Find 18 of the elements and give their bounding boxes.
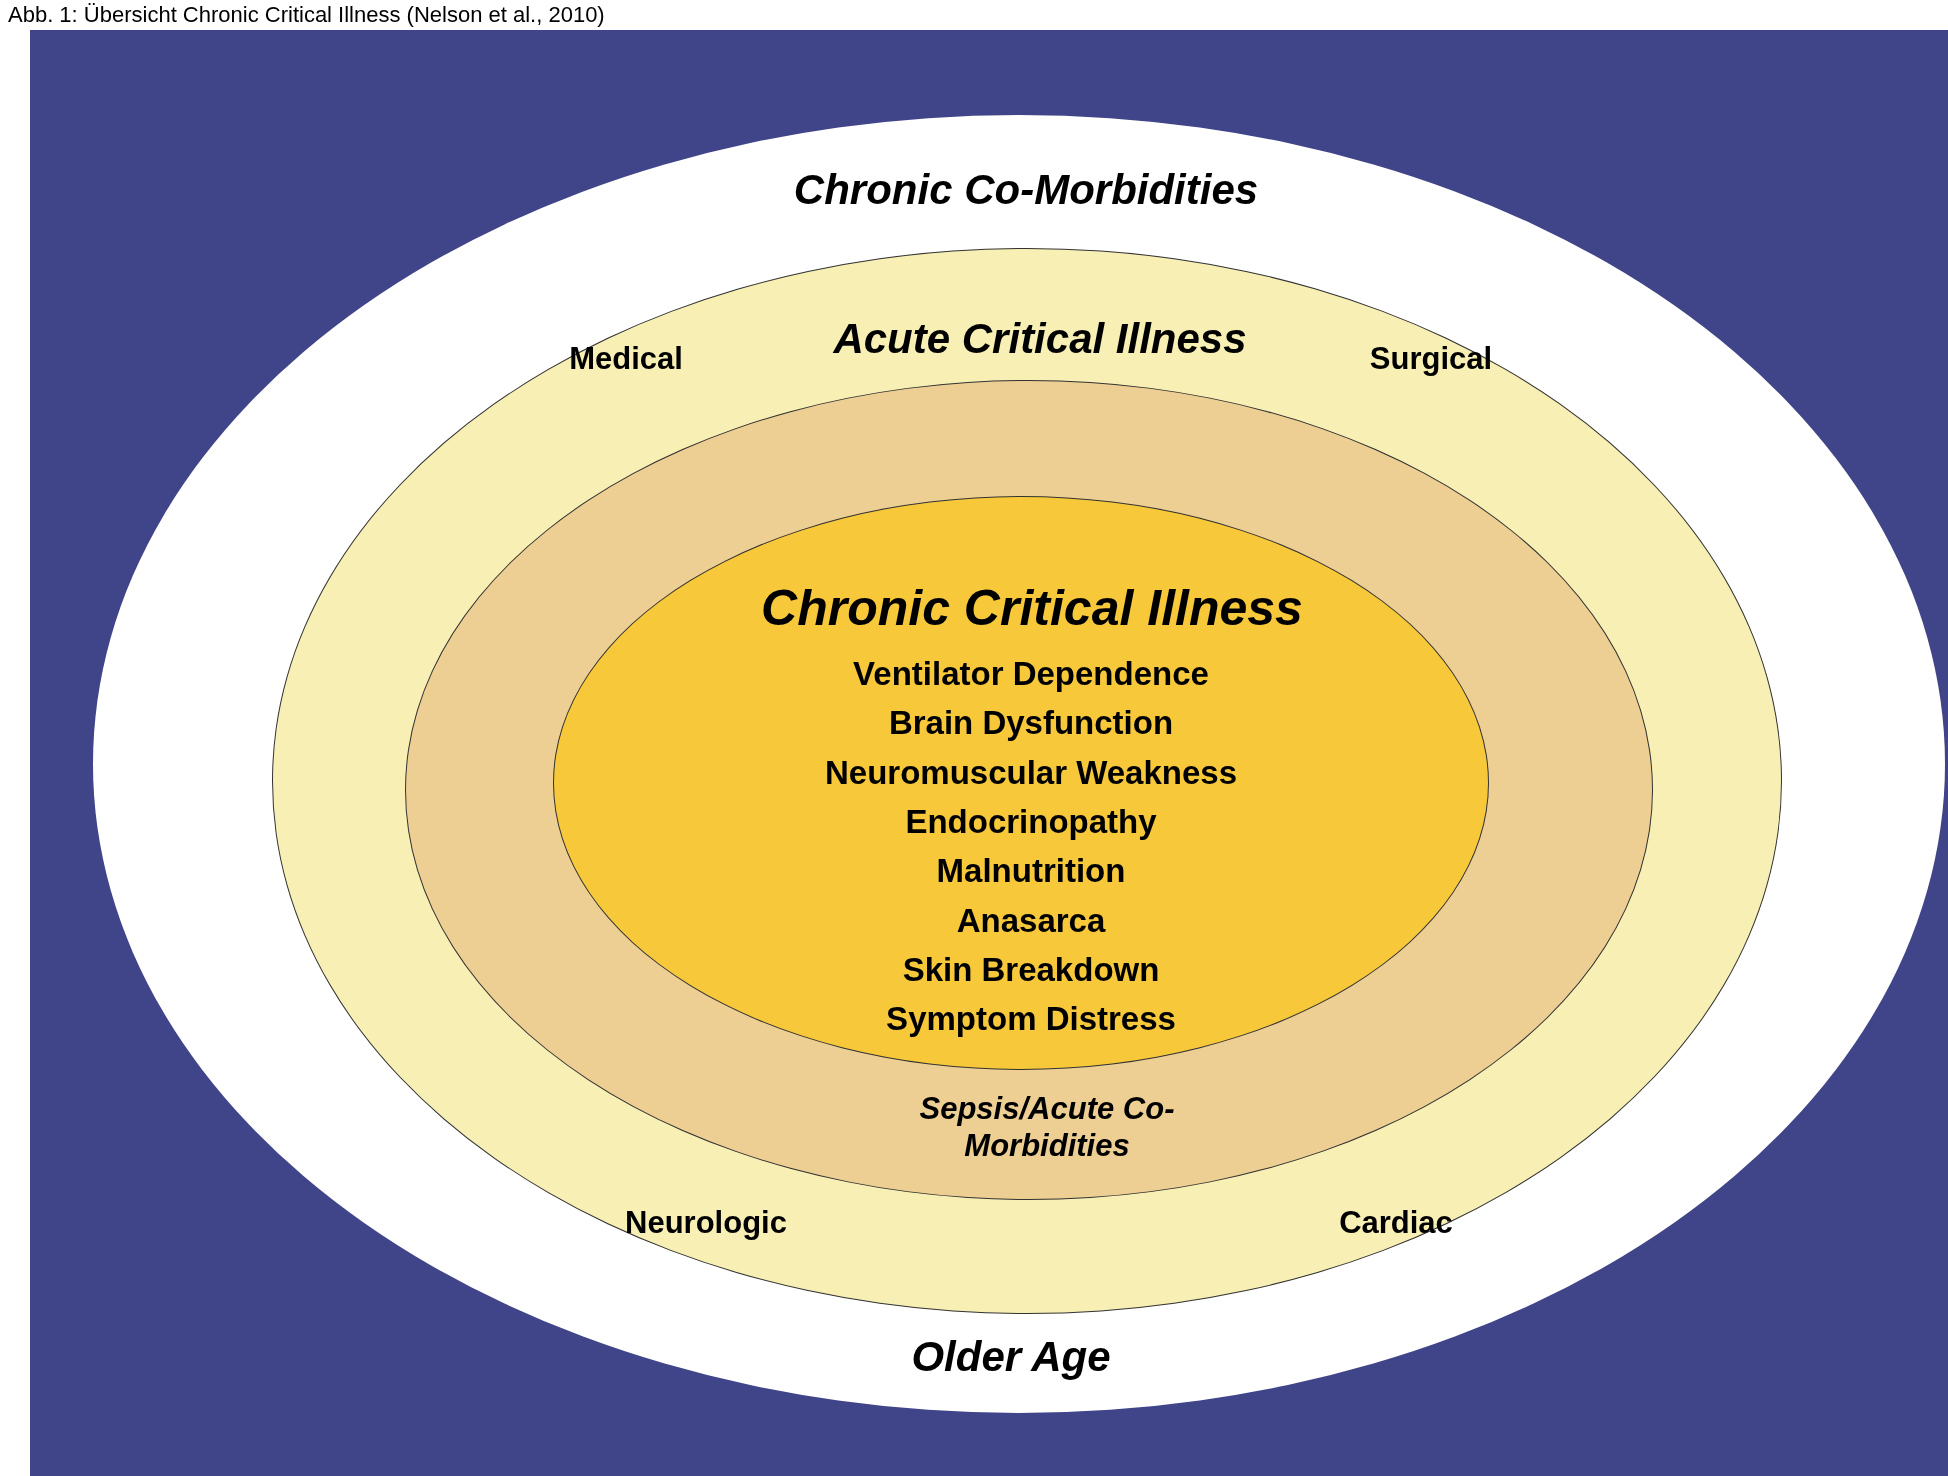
category-label: Surgical: [1369, 340, 1493, 378]
condition-label: Malnutrition: [936, 851, 1126, 891]
ring-heading: Acute Critical Illness: [833, 313, 1247, 364]
condition-label: Neuromuscular Weakness: [824, 752, 1238, 793]
condition-label: Ventilator Dependence: [853, 654, 1209, 694]
ring-heading: Sepsis/Acute Co-Morbidities: [918, 1089, 1176, 1165]
ring-heading: Older Age: [911, 1331, 1111, 1382]
condition-label: Anasarca: [956, 900, 1106, 941]
ring-heading: Chronic Co-Morbidities: [793, 164, 1259, 215]
condition-label: Brain Dysfunction: [888, 703, 1174, 744]
category-label: Medical: [569, 340, 683, 378]
title: Abb. 1: Übersicht Chronic Critical Illness (Nelson et al., 2010): [8, 2, 605, 28]
category-label: Neurologic: [625, 1204, 787, 1242]
ring-heading: Chronic Critical Illness: [761, 579, 1303, 638]
category-label: Cardiac: [1339, 1204, 1453, 1242]
condition-label: Skin Breakdown: [902, 950, 1160, 990]
condition-label: Symptom Distress: [886, 999, 1176, 1039]
condition-label: Endocrinopathy: [905, 802, 1157, 842]
